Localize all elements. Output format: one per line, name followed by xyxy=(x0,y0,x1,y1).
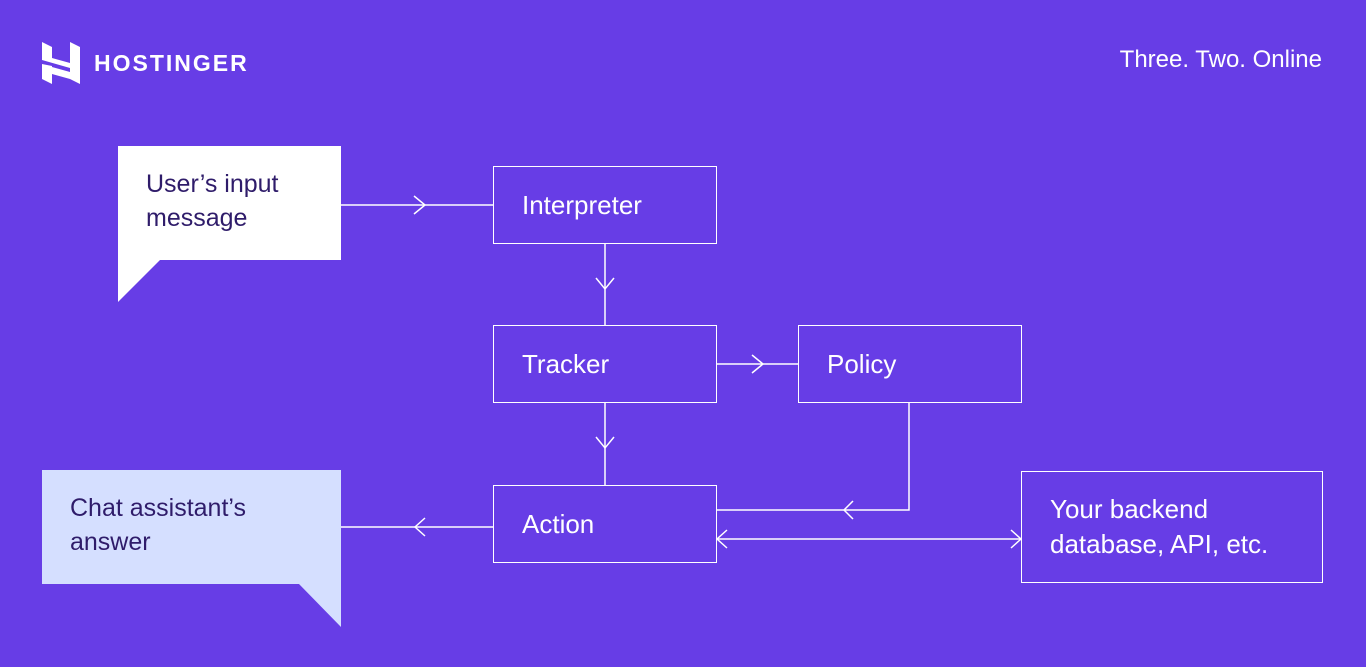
speech-bubble-shape xyxy=(118,146,341,302)
assistant-answer-text: Chat assistant’s answer xyxy=(70,491,246,559)
edge-tracker-to-policy xyxy=(717,354,798,374)
arrowhead-icon xyxy=(413,517,426,537)
brand-logo: HOSTINGER xyxy=(42,42,249,84)
edge-action-to-answer xyxy=(341,517,493,537)
policy-node: Policy xyxy=(798,325,1022,403)
assistant-answer-bubble: Chat assistant’s answer xyxy=(42,470,341,627)
arrowhead-icon xyxy=(595,277,615,291)
speech-bubble-shape xyxy=(42,470,341,627)
backend-node: Your backend database, API, etc. xyxy=(1021,471,1323,583)
arrowhead-icon xyxy=(595,436,615,450)
arrowhead-icon xyxy=(715,529,728,549)
user-input-bubble: User’s input message xyxy=(118,146,341,302)
assistant-answer-line-2: answer xyxy=(70,528,151,556)
user-input-text: User’s input message xyxy=(146,167,278,235)
edge-user-to-interpreter xyxy=(341,195,493,215)
brand-name: HOSTINGER xyxy=(94,49,249,76)
user-input-line-2: message xyxy=(146,204,248,232)
arrowhead-icon xyxy=(842,500,854,520)
arrowhead-icon xyxy=(413,195,427,215)
backend-line-1: Your backend xyxy=(1050,494,1209,524)
user-input-line-1: User’s input xyxy=(146,170,279,198)
tracker-node: Tracker xyxy=(493,325,717,403)
edge-policy-to-action xyxy=(717,403,910,520)
brand-tagline: Three. Two. Online xyxy=(1119,46,1322,73)
interpreter-node: Interpreter xyxy=(493,166,717,244)
action-node: Action xyxy=(493,485,717,563)
assistant-answer-line-1: Chat assistant’s xyxy=(70,494,247,522)
edge-tracker-to-action xyxy=(595,403,615,485)
hostinger-logo-icon xyxy=(42,42,80,84)
edge-action-backend xyxy=(715,529,1023,549)
arrowhead-icon xyxy=(751,354,765,374)
edge-interpreter-to-tracker xyxy=(595,244,615,325)
backend-text: Your backend database, API, etc. xyxy=(1050,492,1268,562)
backend-line-2: database, API, etc. xyxy=(1050,529,1269,559)
